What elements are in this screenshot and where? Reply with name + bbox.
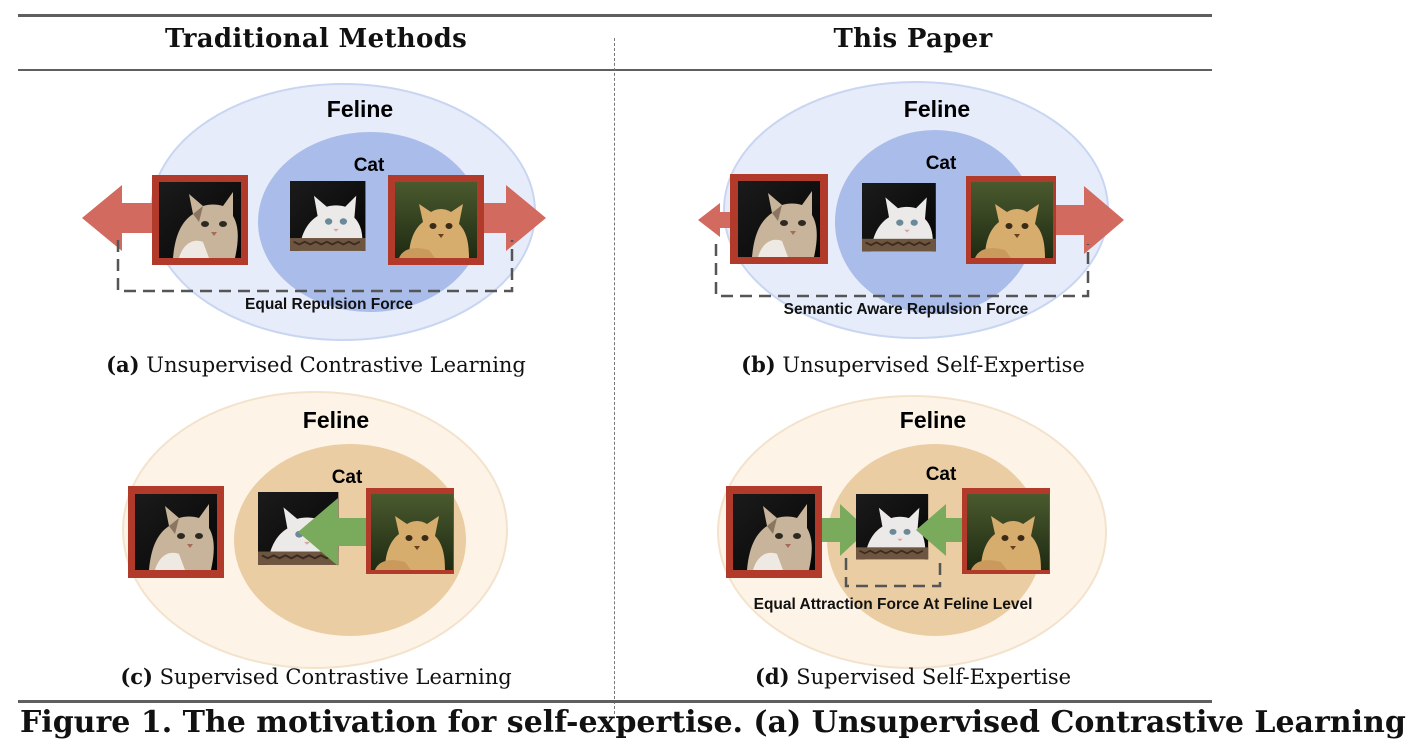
figure-caption-truncated: Figure 1. The motivation for self-expert… <box>20 705 1406 740</box>
caption-tag: (a) <box>106 352 140 377</box>
feline-label: Feline <box>303 407 369 433</box>
repulsion-bracket <box>714 244 1090 298</box>
caption-c: (c) Supervised Contrastive Learning <box>18 664 614 689</box>
white-kitten-image <box>861 182 937 253</box>
force-label: Semantic Aware Repulsion Force <box>784 301 1029 318</box>
lion-cub-image <box>388 175 484 265</box>
feline-label: Feline <box>900 407 966 433</box>
repulsion-arrow-right-large <box>1048 186 1124 254</box>
attraction-arrow-left <box>822 504 868 556</box>
tabby-cat-image <box>726 486 822 578</box>
header-traditional-methods: Traditional Methods <box>164 24 468 54</box>
force-label: Equal Attraction Force At Feline Level <box>754 596 1033 613</box>
repulsion-arrow-left <box>82 185 160 251</box>
panel-c: Feline Cat <box>122 391 508 669</box>
diagram-canvas: Feline Cat Equal Repulsion Force <box>82 81 1124 669</box>
top-rule <box>18 14 1212 17</box>
feline-label: Feline <box>327 96 393 122</box>
caption-tag: (b) <box>741 352 776 377</box>
force-label: Equal Repulsion Force <box>245 296 413 313</box>
column-separator <box>614 38 615 714</box>
caption-text: Supervised Self-Expertise <box>796 665 1072 689</box>
caption-tag: (d) <box>754 664 790 689</box>
repulsion-bracket <box>116 240 514 293</box>
repulsion-arrow-left-small <box>698 203 736 237</box>
lion-cub-image <box>966 176 1056 264</box>
panel-d: Feline Cat Equal Attraction Force At Fel… <box>717 395 1107 669</box>
lion-cub-image <box>366 488 454 574</box>
attraction-bracket <box>844 558 942 588</box>
caption-text: Unsupervised Self-Expertise <box>782 353 1085 377</box>
attraction-arrow <box>298 498 378 566</box>
feline-label: Feline <box>904 96 970 122</box>
caption-text: Unsupervised Contrastive Learning <box>146 353 526 377</box>
cat-label: Cat <box>354 155 385 176</box>
tabby-cat-image <box>128 486 224 578</box>
header-this-paper: This Paper <box>833 24 993 54</box>
figure: Traditional Methods This Paper <box>18 14 1406 740</box>
repulsion-arrow-right <box>470 185 546 251</box>
caption-text: Supervised Contrastive Learning <box>159 665 512 689</box>
attraction-arrow-right <box>916 504 966 556</box>
caption-b: (b) Unsupervised Self-Expertise <box>614 352 1212 377</box>
lion-cub-image <box>962 488 1050 574</box>
header-rule <box>18 69 1212 71</box>
tabby-cat-image <box>730 174 828 264</box>
white-kitten-image <box>289 180 367 252</box>
caption-tag: (c) <box>120 664 153 689</box>
cat-label: Cat <box>926 153 957 174</box>
cat-label: Cat <box>332 467 363 488</box>
caption-a: (a) Unsupervised Contrastive Learning <box>18 352 614 377</box>
tabby-cat-image <box>152 175 248 265</box>
caption-d: (d) Supervised Self-Expertise <box>614 664 1212 689</box>
white-kitten-image <box>855 493 930 561</box>
panel-a: Feline Cat Equal Repulsion Force <box>82 83 546 341</box>
cat-label: Cat <box>926 464 957 485</box>
panel-b: Feline Cat Semantic Aware Repulsion Forc… <box>698 81 1124 339</box>
bottom-rule <box>18 700 1212 703</box>
